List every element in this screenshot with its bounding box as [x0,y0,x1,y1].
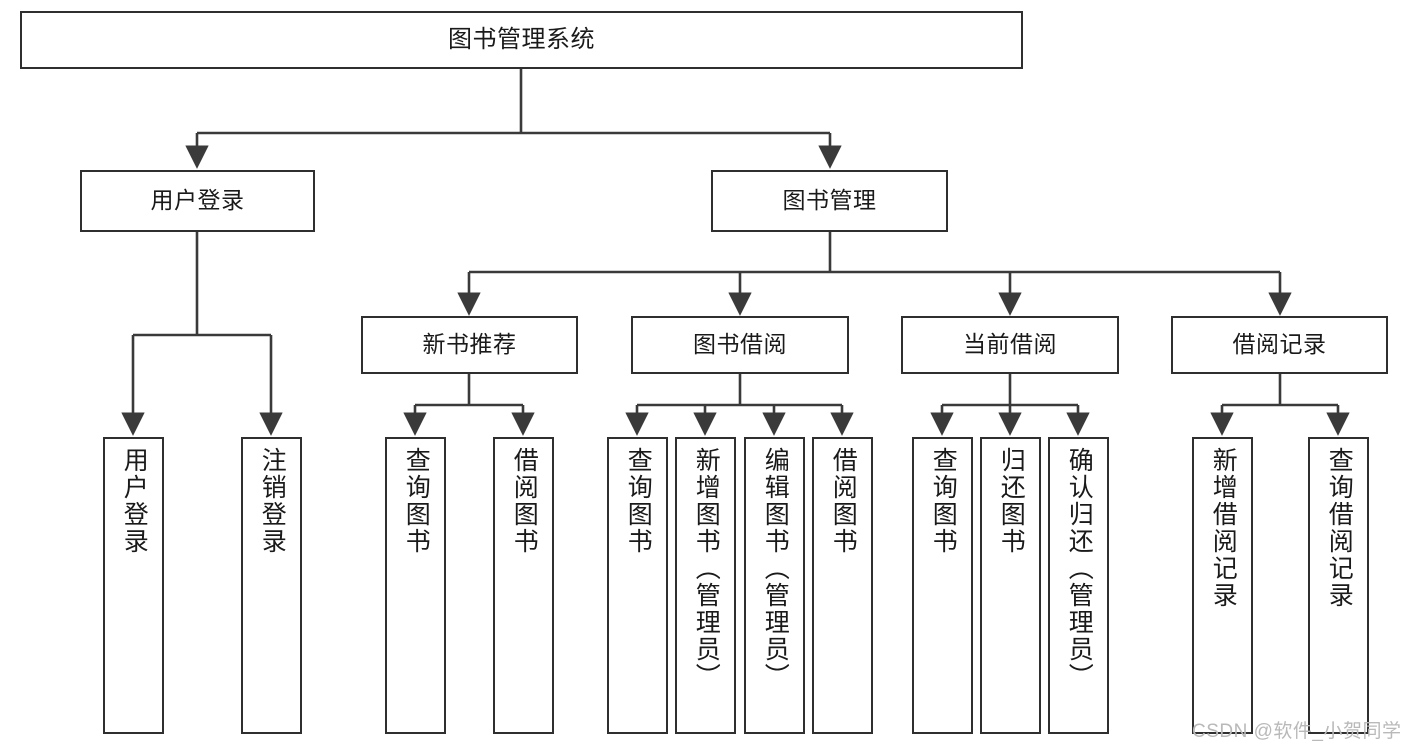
node-leaf-query-book-borrow[interactable]: 查询图书 [607,437,668,734]
node-label: 查询借阅记录 [1325,447,1354,609]
node-label: 当前借阅 [963,331,1057,358]
node-leaf-user-login[interactable]: 用户登录 [103,437,164,734]
node-leaf-confirm-return-admin[interactable]: 确认归还（管理员） [1048,437,1109,734]
node-leaf-add-book-admin[interactable]: 新增图书（管理员） [675,437,736,734]
node-label: 编辑图书（管理员） [761,447,790,690]
node-root-book-management-system[interactable]: 图书管理系统 [20,11,1023,69]
node-label: 借阅图书 [829,447,858,555]
node-label: 新增借阅记录 [1209,447,1238,609]
node-label: 图书借阅 [693,331,787,358]
node-leaf-edit-book-admin[interactable]: 编辑图书（管理员） [744,437,805,734]
node-leaf-return-book[interactable]: 归还图书 [980,437,1041,734]
node-leaf-logout[interactable]: 注销登录 [241,437,302,734]
csdn-watermark: CSDN @软件_小贺同学 [1192,721,1402,742]
node-leaf-query-book-current[interactable]: 查询图书 [912,437,973,734]
node-leaf-borrow-book-recommend[interactable]: 借阅图书 [493,437,554,734]
node-label: 新书推荐 [422,331,517,358]
node-label: 用户登录 [150,187,245,214]
node-label: 注销登录 [258,447,287,555]
node-new-book-recommend[interactable]: 新书推荐 [361,316,578,374]
node-label: 用户登录 [120,447,149,555]
node-book-management[interactable]: 图书管理 [711,170,948,232]
node-borrow-record[interactable]: 借阅记录 [1171,316,1388,374]
node-leaf-borrow-book[interactable]: 借阅图书 [812,437,873,734]
node-user-login[interactable]: 用户登录 [80,170,315,232]
node-label: 借阅图书 [510,447,539,555]
node-book-borrow[interactable]: 图书借阅 [631,316,849,374]
node-label: 图书管理系统 [448,25,595,53]
node-label: 查询图书 [929,447,958,555]
node-leaf-query-borrow-record[interactable]: 查询借阅记录 [1308,437,1369,734]
node-leaf-add-borrow-record[interactable]: 新增借阅记录 [1192,437,1253,734]
node-label: 归还图书 [997,447,1026,555]
node-label: 借阅记录 [1232,331,1327,358]
node-label: 查询图书 [624,447,653,555]
node-current-borrow[interactable]: 当前借阅 [901,316,1119,374]
node-label: 图书管理 [782,187,877,214]
node-leaf-query-book-recommend[interactable]: 查询图书 [385,437,446,734]
node-label: 确认归还（管理员） [1065,447,1094,690]
node-label: 新增图书（管理员） [692,447,721,690]
node-label: 查询图书 [402,447,431,555]
